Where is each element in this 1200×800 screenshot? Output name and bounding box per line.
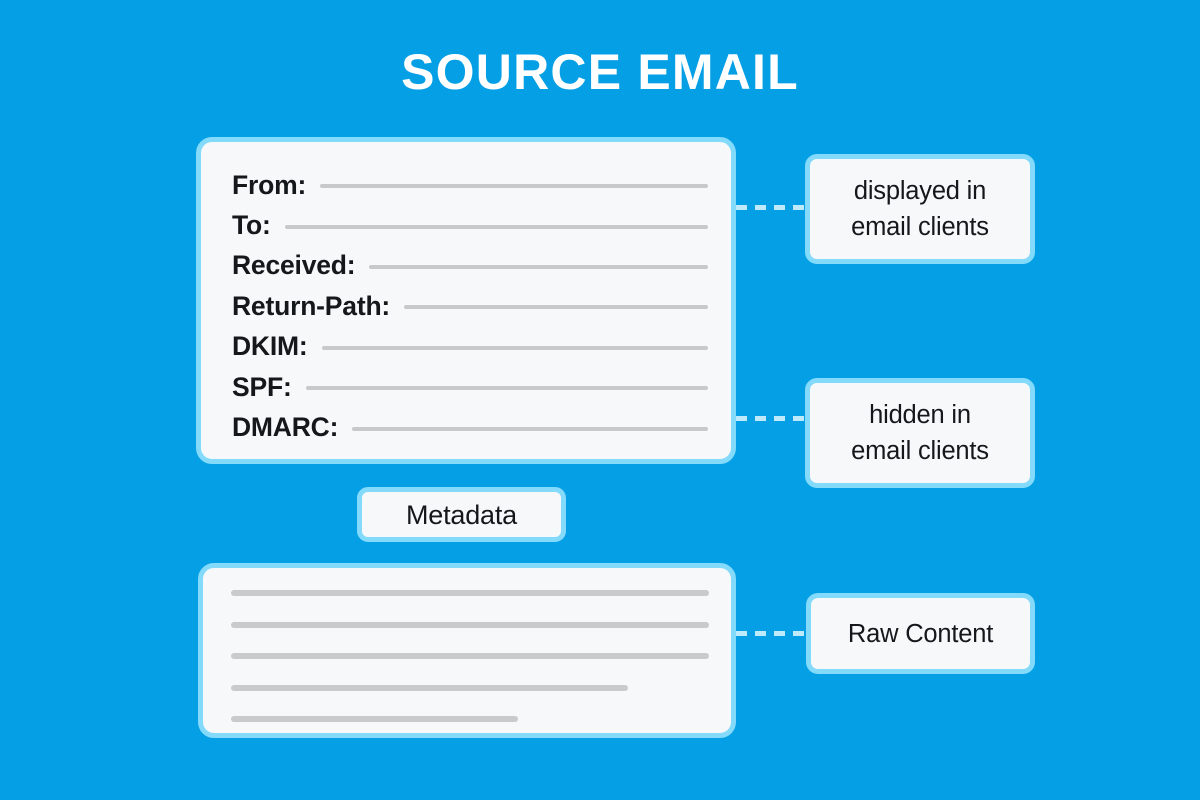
email-header-row: DKIM:: [232, 327, 708, 367]
email-header-row: Return-Path:: [232, 286, 708, 326]
email-header-row: DMARC:: [232, 407, 708, 447]
email-header-row: To:: [232, 205, 708, 245]
raw-content-line: [231, 590, 709, 596]
callout-displayed-in-email-clients: displayed in email clients: [805, 154, 1035, 264]
connector-hidden-in-email-clients: [736, 416, 808, 421]
email-header-label: DMARC:: [232, 412, 339, 443]
raw-content-card: [198, 563, 736, 738]
connector-displayed-in-email-clients: [736, 205, 808, 210]
email-header-redacted-value: [404, 305, 708, 310]
callout-hidden-text: hidden in email clients: [837, 397, 1003, 469]
metadata-label-text: Metadata: [406, 499, 517, 530]
raw-content-line: [231, 684, 628, 691]
metadata-label-pill: Metadata: [357, 487, 566, 542]
email-headers-card: From: To: Received: Return-Path: DKIM: SPF: DM…: [196, 137, 736, 464]
raw-content-lines: [231, 590, 709, 722]
raw-content-line: [231, 653, 709, 659]
callout-hidden-in-email-clients: hidden in email clients: [805, 378, 1035, 488]
email-header-label: To:: [232, 210, 271, 241]
connector-raw-content: [736, 631, 808, 636]
callout-displayed-line2: email clients: [851, 213, 989, 241]
email-header-label: From:: [232, 169, 307, 200]
email-header-row: Received:: [232, 246, 708, 286]
email-header-redacted-value: [352, 426, 708, 431]
callout-raw-content: Raw Content: [806, 593, 1035, 674]
email-header-label: DKIM:: [232, 331, 308, 362]
raw-content-line: [231, 716, 518, 722]
callout-raw-line1: Raw Content: [847, 619, 994, 648]
page-title: SOURCE EMAIL: [401, 44, 799, 100]
callout-hidden-line2: email clients: [851, 437, 989, 465]
email-header-redacted-value: [321, 345, 708, 350]
email-header-row: SPF:: [232, 367, 708, 407]
callout-displayed-text: displayed in email clients: [837, 173, 1003, 245]
email-header-redacted-value: [305, 386, 708, 391]
email-header-row: From:: [232, 165, 708, 205]
email-header-label: SPF:: [232, 371, 292, 402]
raw-content-line: [231, 621, 709, 628]
email-header-redacted-value: [284, 224, 708, 229]
email-headers-list: From: To: Received: Return-Path: DKIM: SPF: DM…: [232, 165, 708, 448]
email-header-redacted-value: [320, 184, 708, 189]
callout-displayed-line1: displayed in: [853, 177, 987, 205]
email-header-label: Return-Path:: [232, 290, 391, 321]
email-header-label: Received:: [232, 250, 356, 281]
callout-hidden-line1: hidden in: [869, 401, 971, 429]
callout-raw-text: Raw Content: [834, 616, 1007, 652]
email-header-redacted-value: [369, 264, 708, 269]
